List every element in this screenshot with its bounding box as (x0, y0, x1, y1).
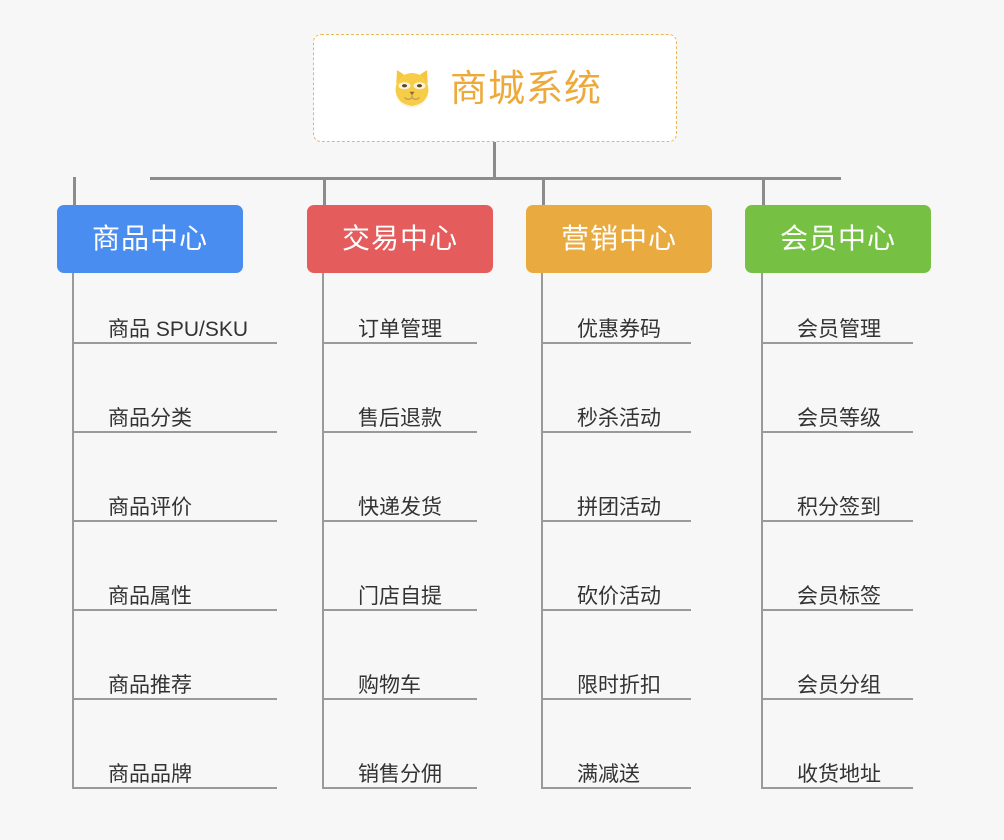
leaf-item[interactable]: 商品 SPU/SKU (72, 319, 277, 344)
leaf-item[interactable]: 商品分类 (72, 408, 277, 433)
column-spine (72, 273, 74, 789)
root-node-mall-system[interactable]: 商城系统 (313, 34, 677, 142)
leaf-item[interactable]: 商品属性 (72, 586, 277, 611)
leaf-item[interactable]: 销售分佣 (322, 764, 477, 789)
leaf-item[interactable]: 拼团活动 (541, 497, 691, 522)
leaf-item[interactable]: 购物车 (322, 675, 477, 700)
category-label: 会员中心 (779, 223, 896, 254)
leaf-item[interactable]: 限时折扣 (541, 675, 691, 700)
column-spine (541, 273, 543, 789)
connector-drop-4 (762, 177, 765, 207)
leaf-item[interactable]: 订单管理 (322, 319, 477, 344)
leaf-item-label: 订单管理 (358, 318, 442, 341)
connector-drop-3 (542, 177, 545, 207)
connector-root-stem (493, 142, 496, 179)
leaf-item[interactable]: 商品推荐 (72, 675, 277, 700)
leaf-item-label: 快递发货 (358, 496, 442, 519)
leaf-item-label: 商品品牌 (108, 763, 192, 786)
leaf-item[interactable]: 优惠券码 (541, 319, 691, 344)
category-box-2[interactable]: 交易中心 (307, 205, 493, 273)
category-label: 营销中心 (560, 223, 677, 254)
category-label: 交易中心 (341, 223, 458, 254)
leaf-item[interactable]: 会员标签 (761, 586, 913, 611)
category-box-3[interactable]: 营销中心 (526, 205, 712, 273)
connector-drop-1 (73, 177, 76, 207)
shiba-dog-face-icon (388, 64, 436, 112)
leaf-item-label: 商品属性 (108, 585, 192, 608)
leaf-item-label: 秒杀活动 (577, 407, 661, 430)
leaf-item-label: 会员标签 (797, 585, 881, 608)
leaf-item-label: 商品评价 (108, 496, 192, 519)
column-spine (761, 273, 763, 789)
leaf-item-label: 优惠券码 (577, 318, 661, 341)
leaf-item-label: 砍价活动 (577, 585, 661, 608)
leaf-item[interactable]: 秒杀活动 (541, 408, 691, 433)
category-box-4[interactable]: 会员中心 (745, 205, 931, 273)
leaf-item[interactable]: 售后退款 (322, 408, 477, 433)
connector-drop-2 (323, 177, 326, 207)
leaf-item[interactable]: 会员分组 (761, 675, 913, 700)
leaf-item[interactable]: 满减送 (541, 764, 691, 789)
leaf-item-label: 限时折扣 (577, 674, 661, 697)
leaf-item-label: 销售分佣 (358, 763, 442, 786)
leaf-item-label: 积分签到 (797, 496, 881, 519)
leaf-item-label: 门店自提 (358, 585, 442, 608)
leaf-item-label: 会员管理 (797, 318, 881, 341)
leaf-item-label: 购物车 (358, 674, 421, 697)
category-label: 商品中心 (91, 223, 208, 254)
root-title: 商城系统 (450, 67, 602, 109)
leaf-item[interactable]: 商品品牌 (72, 764, 277, 789)
column-spine (322, 273, 324, 789)
leaf-item-label: 商品分类 (108, 407, 192, 430)
leaf-item-label: 会员等级 (797, 407, 881, 430)
leaf-item-label: 满减送 (577, 763, 640, 786)
leaf-item-label: 商品推荐 (108, 674, 192, 697)
leaf-item[interactable]: 积分签到 (761, 497, 913, 522)
leaf-item[interactable]: 收货地址 (761, 764, 913, 789)
leaf-item[interactable]: 会员管理 (761, 319, 913, 344)
leaf-item[interactable]: 会员等级 (761, 408, 913, 433)
leaf-item-label: 拼团活动 (577, 496, 661, 519)
leaf-item[interactable]: 门店自提 (322, 586, 477, 611)
leaf-item[interactable]: 砍价活动 (541, 586, 691, 611)
leaf-item-label: 收货地址 (797, 763, 881, 786)
leaf-item[interactable]: 快递发货 (322, 497, 477, 522)
leaf-item[interactable]: 商品评价 (72, 497, 277, 522)
leaf-item-label: 会员分组 (797, 674, 881, 697)
connector-bus-bar (150, 177, 841, 180)
leaf-item-label: 售后退款 (358, 407, 442, 430)
category-box-1[interactable]: 商品中心 (57, 205, 243, 273)
leaf-item-label: 商品 SPU/SKU (108, 318, 249, 341)
